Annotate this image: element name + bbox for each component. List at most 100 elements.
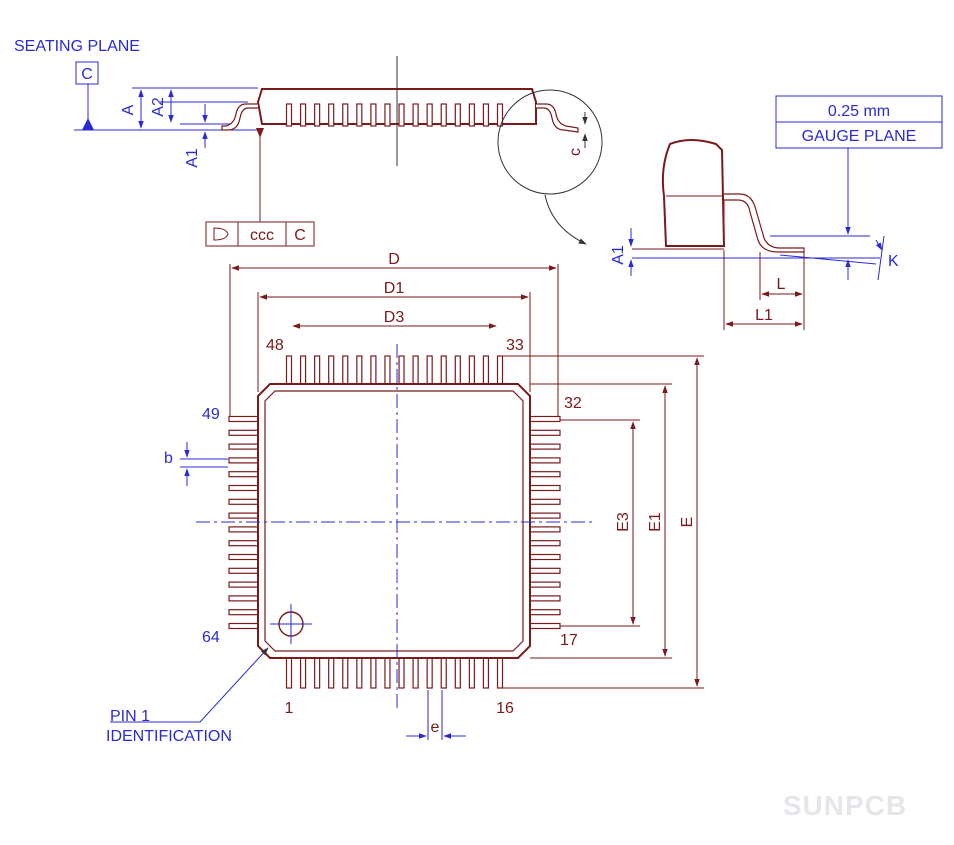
lead [342, 657, 349, 689]
detail-lead [724, 193, 805, 253]
lead [228, 526, 260, 533]
pin-number-16: 16 [496, 700, 514, 717]
dim-a2-label: A2 [150, 97, 167, 117]
lead [370, 103, 377, 127]
lead [529, 484, 561, 492]
dim-l-label: L [777, 276, 786, 293]
lead [228, 415, 260, 423]
lead [482, 657, 490, 689]
dim-e3-label: E3 [615, 512, 632, 532]
side-pin-row [285, 103, 504, 127]
dim-d-label: D [388, 251, 400, 268]
lead [529, 553, 561, 561]
pin-number-49: 49 [202, 406, 220, 423]
pin-number-32: 32 [564, 395, 582, 412]
dim-e-pitch-label: e [431, 719, 440, 736]
lead [299, 355, 307, 386]
lead [228, 622, 260, 630]
lead [370, 355, 377, 386]
lead [228, 471, 260, 478]
side-lead-right [536, 103, 579, 133]
ccc-label: ccc [250, 227, 274, 244]
lead [370, 657, 377, 689]
lead [496, 657, 504, 689]
lead [356, 657, 363, 689]
lead [468, 103, 475, 127]
pin-number-64: 64 [202, 629, 220, 646]
side-lead-left [221, 103, 258, 131]
lead [384, 103, 391, 127]
lead [529, 609, 561, 616]
lead [412, 657, 419, 689]
dim-e1-label: E1 [647, 512, 664, 532]
lead [314, 103, 321, 127]
detail-a1-label: A1 [610, 245, 627, 265]
lead [228, 429, 260, 436]
lead [285, 103, 293, 127]
pin1-leader [110, 647, 269, 723]
lead [356, 355, 363, 386]
datum-c-box [75, 61, 99, 85]
lead [440, 657, 447, 689]
lead [529, 471, 561, 478]
detail-body [661, 139, 726, 247]
gauge-value: 0.25 mm [828, 103, 890, 120]
lead [228, 443, 260, 450]
lead [529, 567, 561, 574]
lead [482, 355, 490, 386]
lead [482, 103, 490, 127]
lead [529, 457, 561, 464]
lead [398, 355, 405, 386]
dim-d1-label: D1 [384, 280, 405, 297]
package-body [257, 383, 531, 659]
seating-plane-label: SEATING PLANE [14, 38, 140, 55]
lead [299, 103, 307, 127]
datum-c-label: C [81, 66, 93, 83]
lead [529, 622, 561, 630]
lead [314, 355, 321, 386]
pin-number-1: 1 [285, 700, 294, 717]
lead [384, 657, 391, 689]
pin1-label: PIN 1 [110, 708, 150, 725]
lead [328, 103, 335, 127]
lead [285, 355, 293, 386]
lead [529, 595, 561, 602]
dim-l1-label: L1 [755, 307, 773, 324]
pin-number-17: 17 [560, 632, 578, 649]
angle-k-label: K [888, 253, 899, 270]
lead [529, 526, 561, 533]
lead [314, 657, 321, 689]
lead [440, 103, 447, 127]
top-pin-row [285, 355, 504, 386]
lead [384, 355, 391, 386]
pin-number-33: 33 [506, 337, 524, 354]
lead [228, 484, 260, 492]
lead [468, 657, 475, 689]
lead [529, 581, 561, 588]
ccc-datum-label: C [294, 227, 306, 244]
lead [529, 443, 561, 450]
lead [454, 103, 461, 127]
detail-circle [497, 89, 603, 195]
dim-c-label: c [567, 148, 584, 156]
lead [426, 657, 433, 689]
datum-triangle [82, 118, 94, 130]
left-pin-row [228, 415, 260, 630]
side-view: SEATING PLANE C A A2 A1 c [14, 38, 603, 247]
lead [398, 103, 405, 127]
watermark: SUNPCB [783, 790, 907, 821]
profile-symbol-icon [213, 227, 229, 241]
lead [228, 457, 260, 464]
lead [328, 355, 335, 386]
dim-e-label: E [679, 517, 696, 528]
lead [228, 567, 260, 574]
lead [426, 103, 433, 127]
lead [285, 657, 293, 689]
lead [454, 657, 461, 689]
dim-d3-label: D3 [384, 309, 405, 326]
top-view: D D1 D3 E E1 E3 1 16 [106, 251, 704, 745]
lead [228, 512, 260, 519]
lead [342, 355, 349, 386]
lead [356, 103, 363, 127]
